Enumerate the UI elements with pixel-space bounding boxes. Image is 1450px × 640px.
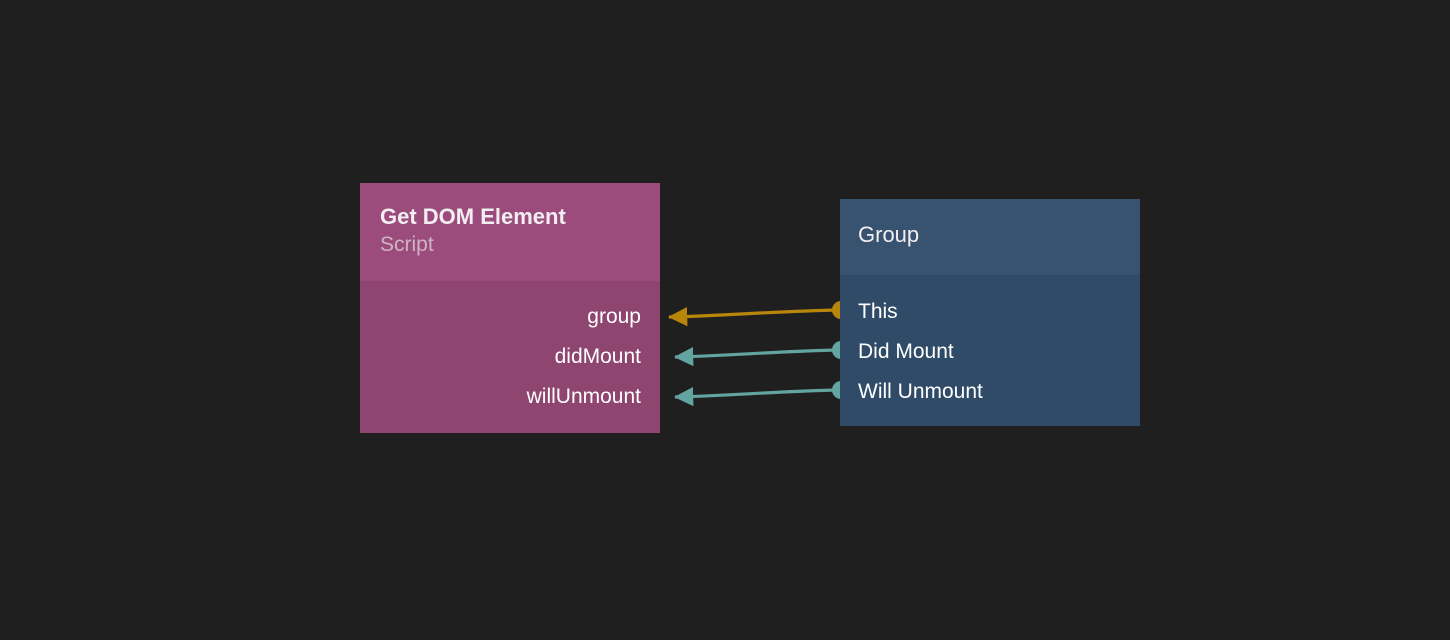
input-port-will-unmount-label: Will Unmount: [858, 380, 983, 403]
connection-this-to-group[interactable]: [668, 307, 840, 327]
connection-did-mount-to-didmount[interactable]: [674, 347, 840, 367]
connection-will-unmount-to-willunmount[interactable]: [674, 387, 840, 407]
input-port-will-unmount[interactable]: Will Unmount: [858, 381, 983, 402]
node-get-dom-element[interactable]: Get DOM Element Script group didMount wi…: [360, 183, 660, 433]
node-header-get-dom-element[interactable]: Get DOM Element Script: [360, 183, 660, 281]
output-port-group[interactable]: group: [587, 306, 641, 327]
output-port-didmount-label: didMount: [554, 345, 641, 368]
node-header-group[interactable]: Group: [840, 199, 1140, 275]
node-title-get-dom-element: Get DOM Element: [380, 204, 566, 229]
output-port-willunmount[interactable]: willUnmount: [527, 386, 641, 407]
input-port-this[interactable]: This: [858, 301, 898, 322]
node-group[interactable]: Group This Did Mount Will Unmount: [840, 199, 1140, 426]
output-port-group-label: group: [587, 305, 641, 328]
input-port-did-mount[interactable]: Did Mount: [858, 341, 954, 362]
node-body-group: This Did Mount Will Unmount: [840, 275, 1140, 426]
node-title-group: Group: [858, 222, 920, 247]
output-port-willunmount-label: willUnmount: [526, 385, 641, 408]
input-port-did-mount-label: Did Mount: [858, 340, 954, 363]
node-body-get-dom-element: group didMount willUnmount: [360, 281, 660, 433]
input-port-this-label: This: [858, 300, 898, 323]
node-subtitle-get-dom-element: Script: [380, 233, 434, 256]
output-port-didmount[interactable]: didMount: [555, 346, 641, 367]
